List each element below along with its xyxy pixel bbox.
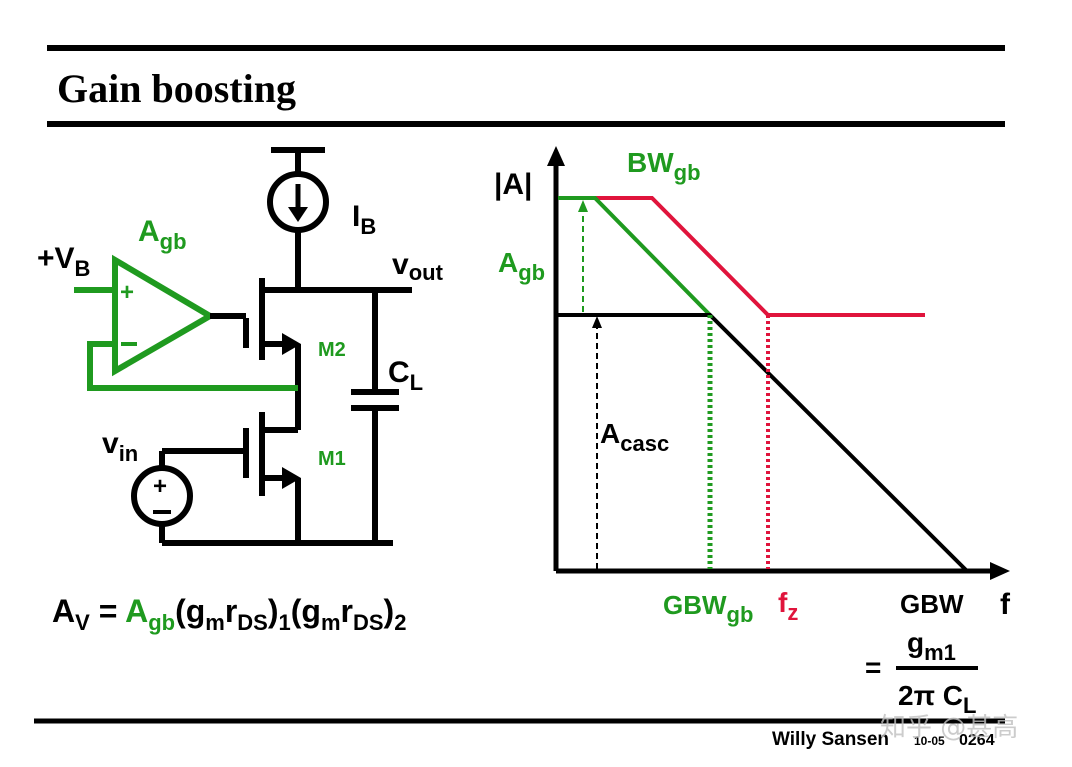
watermark: 知乎 @甚高 xyxy=(880,713,1018,743)
footer-author: Willy Sansen xyxy=(772,729,889,750)
y-axis-label: |A| xyxy=(494,168,532,201)
feedback-wire xyxy=(87,341,298,391)
bode-plot: |A| f BWgb Agb Acasc GBWgb fz GBW = gm1 … xyxy=(494,146,1011,718)
y-axis-arrow-icon xyxy=(547,146,565,166)
bwgb-label: BWgb xyxy=(627,147,701,185)
footer-date-code: 10-05 xyxy=(914,734,945,748)
gbwgb-label: GBWgb xyxy=(663,590,753,627)
gbw-numerator: gm1 xyxy=(907,627,956,665)
amp-plus-icon: + xyxy=(120,279,134,306)
vin-label: vin xyxy=(102,427,138,466)
footer-page: 0264 xyxy=(959,732,995,749)
m2-arrow-icon xyxy=(282,333,301,355)
agb-response-curve xyxy=(558,196,712,317)
acasc-dashed-arrow-icon xyxy=(592,316,602,328)
gain-equation: AV = Agb(gmrDS)1(gmrDS)2 xyxy=(52,593,406,635)
acasc-label: Acasc xyxy=(600,418,669,456)
m1-arrow-icon xyxy=(282,467,301,489)
agb-plot-label: Agb xyxy=(498,247,545,285)
boost-amplifier xyxy=(112,254,216,377)
boosted-response-curve xyxy=(595,196,925,317)
m2-label: M2 xyxy=(318,339,346,361)
amp-label: Agb xyxy=(138,215,187,254)
fz-label: fz xyxy=(778,587,798,625)
ib-label: IB xyxy=(352,200,376,239)
cl-label: CL xyxy=(388,356,423,395)
x-axis-arrow-icon xyxy=(990,562,1010,580)
gbw-eq-sign: = xyxy=(865,652,881,683)
x-axis-label: f xyxy=(1000,588,1011,621)
current-source-arrow-icon xyxy=(288,207,308,222)
vout-label: vout xyxy=(392,248,444,285)
vb-label: +VB xyxy=(37,242,90,281)
m1-label: M1 xyxy=(318,448,346,470)
slide-title: Gain boosting xyxy=(57,66,296,111)
circuit-diagram: IB vout M2 M1 + vin CL xyxy=(37,147,444,546)
agb-dashed-arrow-icon xyxy=(578,200,588,212)
vin-source-plus-icon: + xyxy=(153,473,167,500)
gbw-denominator: 2π CL xyxy=(898,680,976,718)
gbw-label: GBW xyxy=(900,589,964,619)
